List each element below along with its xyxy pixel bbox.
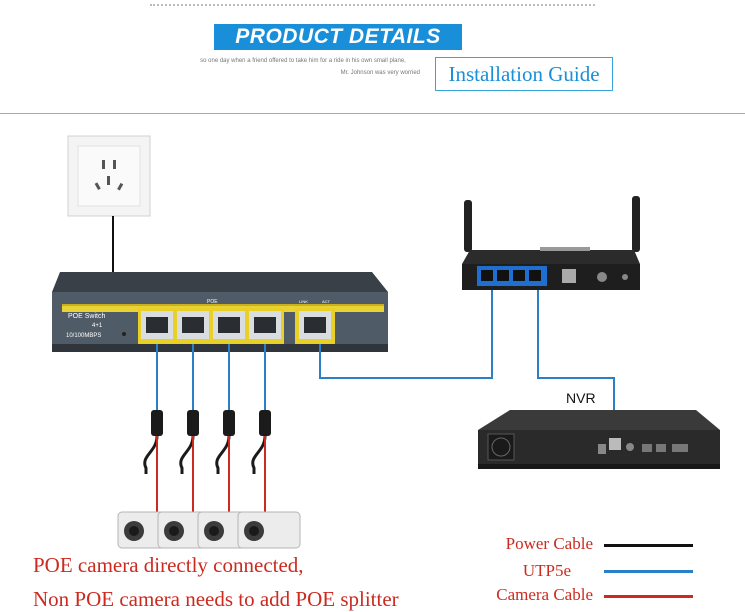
utp-cable-router-nvr bbox=[537, 282, 615, 440]
product-details-banner: PRODUCT DETAILS bbox=[214, 24, 462, 50]
legend-utp5e-line bbox=[604, 570, 693, 573]
legend-utp5e-label: UTP5e bbox=[522, 561, 571, 580]
caption-line-1: POE camera directly connected, bbox=[33, 553, 304, 577]
installation-guide-title: Installation Guide bbox=[435, 57, 613, 91]
legend-power-cable-label: Power Cable bbox=[505, 534, 593, 553]
nvr-label: NVR bbox=[566, 390, 596, 406]
nvr-recorder bbox=[478, 410, 720, 469]
top-dotted-divider bbox=[150, 4, 595, 6]
switch-name: POE Switch bbox=[68, 313, 105, 320]
legend-power-cable-line bbox=[604, 544, 693, 547]
act-label: ACT bbox=[322, 299, 331, 304]
poe-switch: POE Switch 4+1 10/100MBPS POE LINK ACT bbox=[52, 272, 388, 352]
switch-ports: 4+1 bbox=[92, 323, 103, 329]
camera-cables bbox=[143, 344, 271, 514]
router bbox=[462, 196, 640, 290]
switch-speed: 10/100MBPS bbox=[66, 333, 101, 339]
legend-camera-cable-label: Camera Cable bbox=[496, 585, 593, 604]
camera-icon bbox=[117, 511, 301, 549]
tagline-line-2: Mr. Johnson was very worried bbox=[340, 70, 420, 76]
legend-camera-cable-line bbox=[604, 595, 693, 598]
wall-socket-icon bbox=[67, 135, 151, 217]
header-divider bbox=[0, 113, 745, 114]
poe-label: POE bbox=[207, 299, 218, 305]
tagline-line-1: so one day when a friend offered to take… bbox=[200, 58, 406, 64]
poe-splitter-icon bbox=[151, 410, 271, 436]
link-label: LINK bbox=[299, 299, 308, 304]
utp-cable-switch-router bbox=[319, 282, 493, 379]
caption-line-2: Non POE camera needs to add POE splitter bbox=[33, 587, 399, 611]
